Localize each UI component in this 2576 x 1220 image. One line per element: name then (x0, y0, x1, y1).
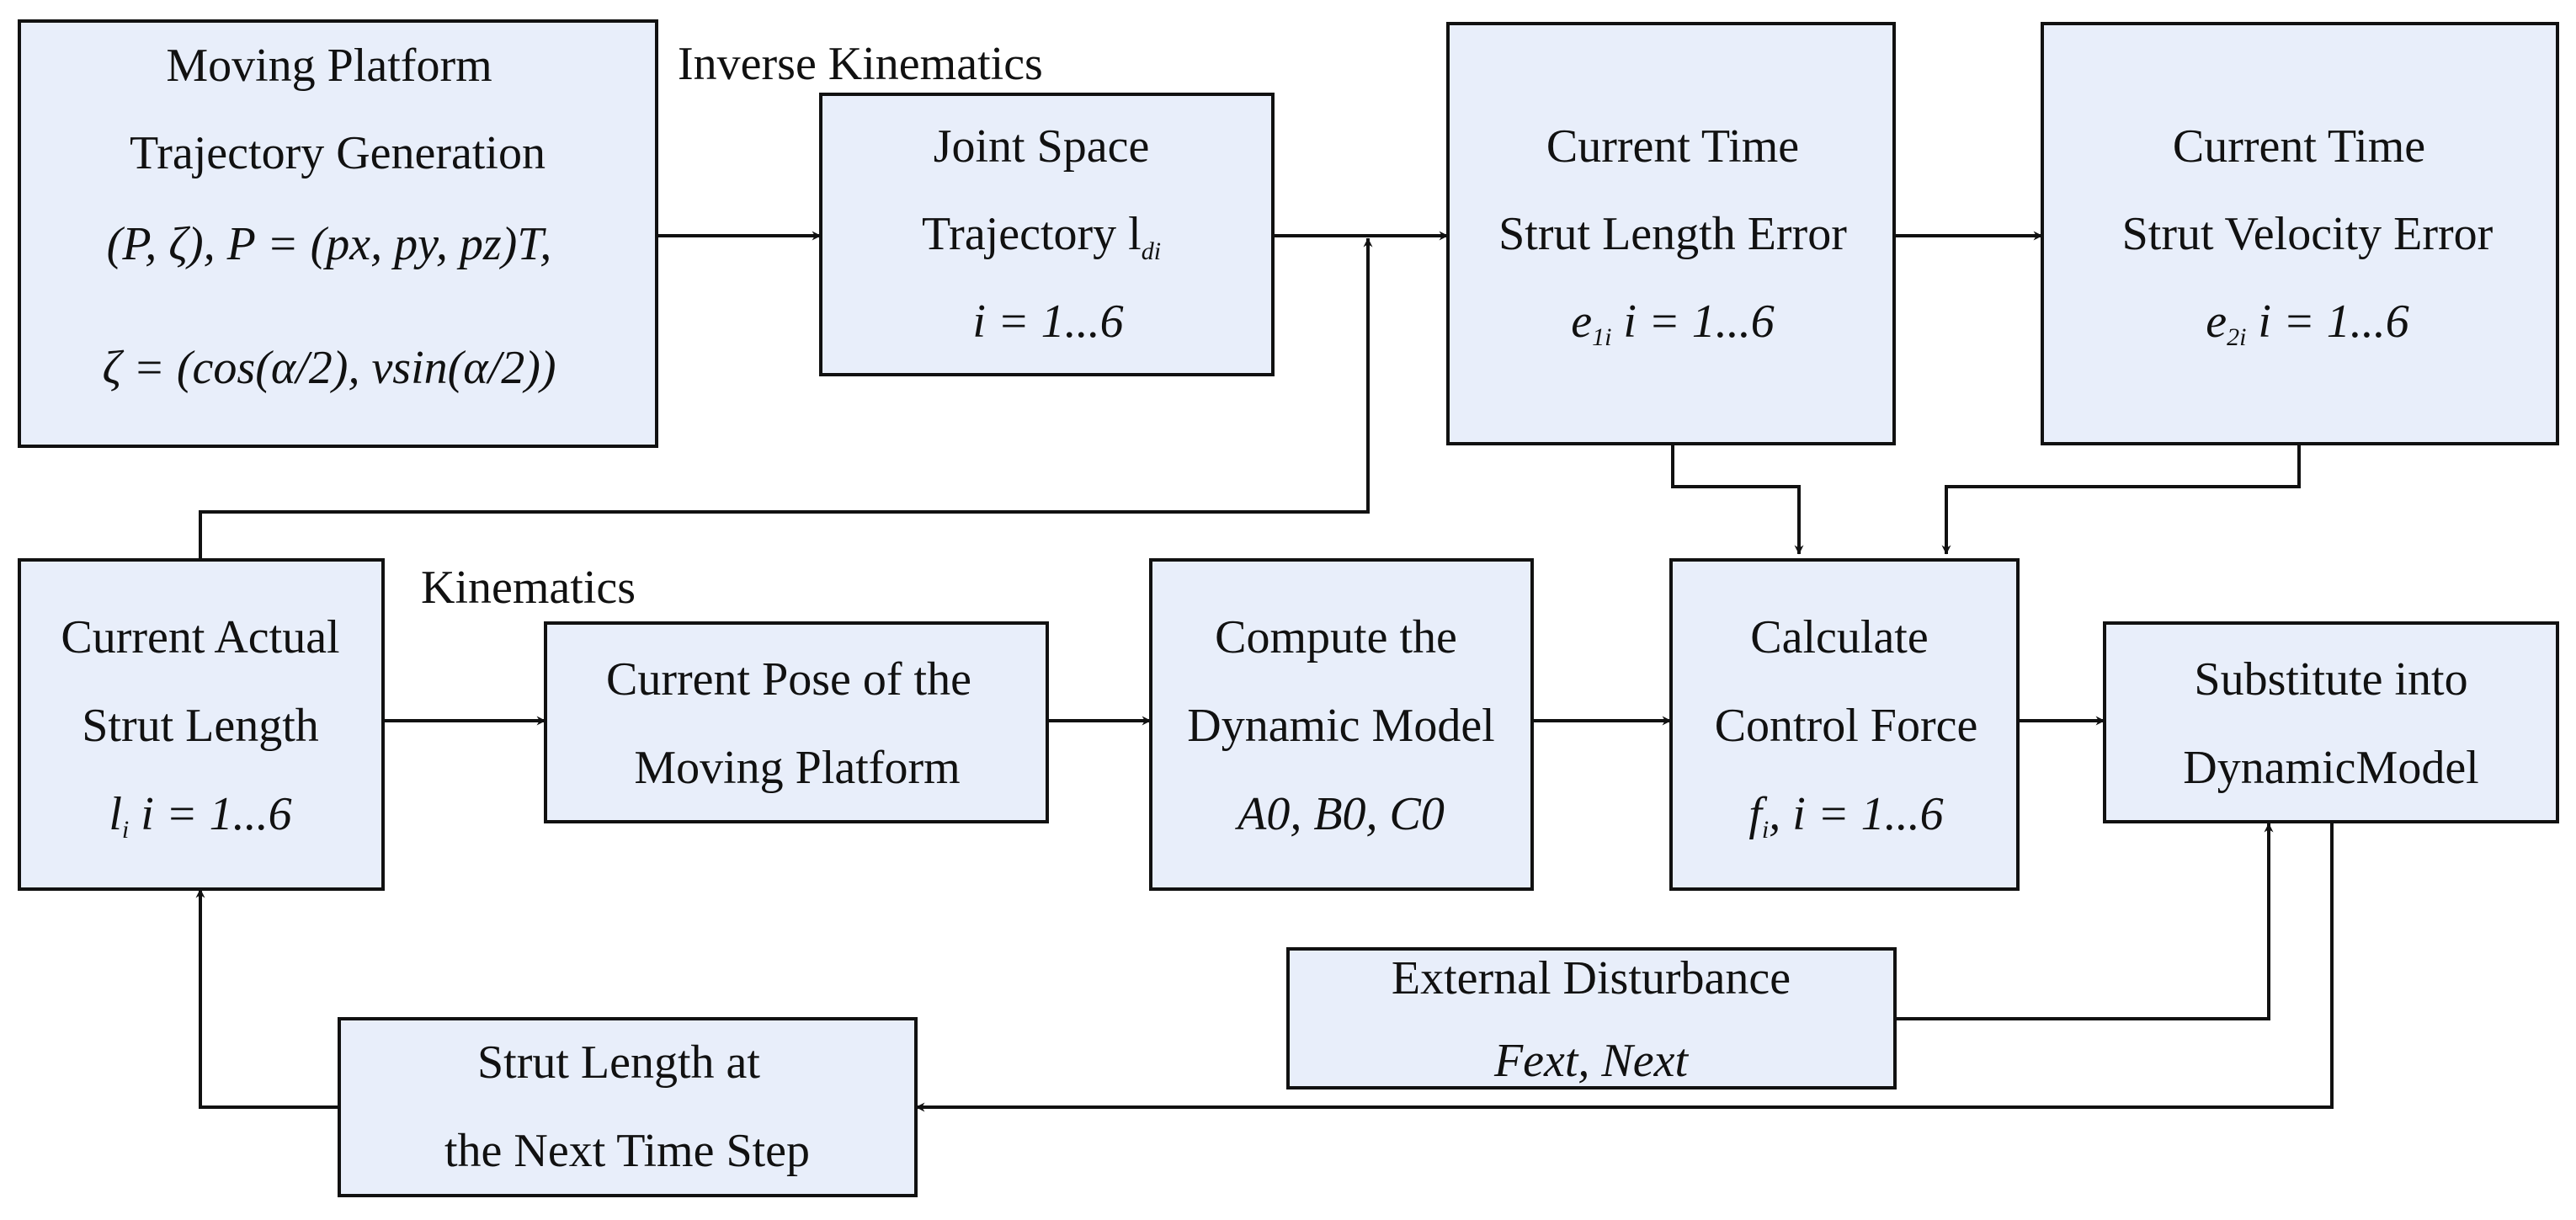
block-external-disturbance: External Disturbance Fext, Next (1286, 947, 1897, 1089)
velocity-error-line2: Strut Velocity Error (2122, 208, 2494, 260)
block-substitute: Substitute into DynamicModel (2103, 621, 2559, 823)
next-step-line2: the Next Time Step (444, 1125, 810, 1177)
arrow-velocity-error-to-control-force (1941, 444, 2301, 555)
control-force-line2: Control Force (1715, 700, 1978, 752)
dynamic-model-line1: Compute the (1215, 611, 1457, 663)
length-error-line2: Strut Length Error (1498, 208, 1847, 260)
trajectory-equation-zeta: ζ = (cos(α/2), vsin(α/2)) (102, 342, 556, 394)
length-error-sub: 1i (1592, 323, 1611, 351)
length-error-equation: e1i i = 1...6 (1571, 296, 1775, 351)
next-step-line1: Strut Length at (477, 1036, 760, 1089)
actual-length-line1: Current Actual (61, 611, 339, 663)
velocity-error-rest: i = 1...6 (2246, 296, 2408, 348)
trajectory-title-line1: Moving Platform (166, 40, 492, 92)
dynamic-model-equation: A0, B0, C0 (1234, 788, 1445, 840)
actual-length-rest: i = 1...6 (129, 788, 291, 840)
arrow-substitute-to-next-step (915, 822, 2334, 1112)
block-strut-length-error: Current Time Strut Length Error e1i i = … (1446, 22, 1896, 445)
disturbance-equation: Fext, Next (1493, 1035, 1690, 1087)
block-dynamic-model: Compute the Dynamic Model A0, B0, C0 (1149, 558, 1534, 891)
current-pose-line1: Current Pose of the (606, 653, 971, 706)
substitute-line1: Substitute into (2194, 653, 2467, 706)
arrow-disturbance-to-substitute (1895, 823, 2274, 1020)
arrow-length-error-to-control-force (1671, 444, 1804, 555)
velocity-error-line1: Current Time (2173, 120, 2425, 173)
block-control-force: Calculate Control Force fi, i = 1...6 (1669, 558, 2020, 891)
block-next-time-step: Strut Length at the Next Time Step (338, 1017, 918, 1197)
block-actual-strut-length: Current Actual Strut Length li i = 1...6 (18, 558, 385, 891)
joint-space-line2-main: Trajectory l (922, 208, 1142, 260)
length-error-rest: i = 1...6 (1611, 296, 1774, 348)
joint-space-index: i = 1...6 (972, 296, 1123, 348)
velocity-error-var: e (2206, 296, 2227, 348)
block-strut-velocity-error: Current Time Strut Velocity Error e2i i … (2041, 22, 2559, 445)
control-force-rest: , i = 1...6 (1769, 788, 1943, 840)
length-error-var: e (1571, 296, 1592, 348)
disturbance-line1: External Disturbance (1392, 952, 1791, 1004)
block-trajectory-generation: Moving Platform Trajectory Generation (P… (18, 19, 658, 448)
arrow-next-step-to-actual-length (195, 888, 339, 1109)
label-kinematics: Kinematics (421, 562, 636, 614)
label-inverse-kinematics: Inverse Kinematics (678, 38, 1043, 90)
trajectory-title-line2: Trajectory Generation (130, 127, 546, 179)
arrow-actual-length-feedback (199, 237, 1373, 560)
actual-length-var: l (109, 788, 122, 840)
control-force-line1: Calculate (1750, 611, 1928, 663)
joint-space-line2: Trajectory ldi (922, 208, 1161, 265)
joint-space-line2-sub: di (1142, 237, 1161, 265)
actual-length-sub: i (122, 816, 129, 844)
control-force-equation: fi, i = 1...6 (1748, 788, 1943, 844)
actual-length-equation: li i = 1...6 (109, 788, 291, 844)
length-error-line1: Current Time (1546, 120, 1799, 173)
current-pose-line2: Moving Platform (634, 742, 960, 794)
velocity-error-sub: 2i (2227, 323, 2246, 351)
joint-space-line1: Joint Space (934, 120, 1150, 173)
substitute-line2: DynamicModel (2183, 742, 2478, 794)
control-force-sub: i (1762, 816, 1769, 844)
trajectory-equation-pose: (P, ζ), P = (px, py, pz)T, (107, 218, 552, 270)
connectors (195, 231, 2334, 1112)
block-current-pose: Current Pose of the Moving Platform (544, 621, 1049, 823)
block-joint-space-trajectory: Joint Space Trajectory ldi i = 1...6 (819, 93, 1275, 376)
dynamic-model-line2: Dynamic Model (1187, 700, 1494, 752)
velocity-error-equation: e2i i = 1...6 (2206, 296, 2409, 351)
actual-length-line2: Strut Length (82, 700, 319, 752)
